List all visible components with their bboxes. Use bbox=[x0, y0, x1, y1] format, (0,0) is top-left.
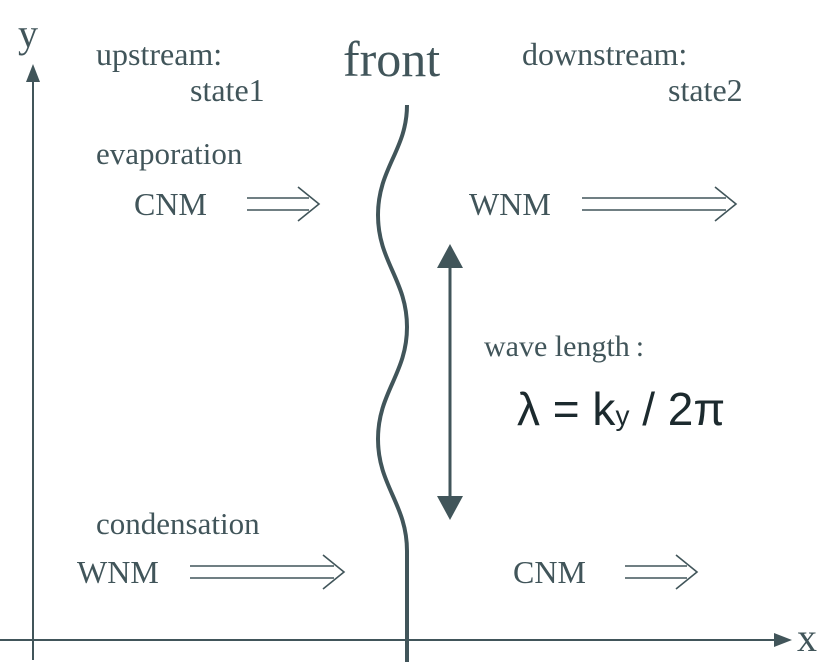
evaporation-left-flow-arrow bbox=[247, 186, 321, 222]
formula-lhs: λ = k bbox=[517, 383, 616, 435]
formula-rhs: / 2π bbox=[629, 383, 726, 435]
downstream-state-label: state2 bbox=[668, 72, 743, 108]
condensation-right-flow-arrow bbox=[625, 554, 699, 590]
evaporation-label: evaporation bbox=[96, 136, 243, 171]
x-axis-arrowhead bbox=[774, 633, 792, 647]
condensation-label: condensation bbox=[96, 506, 260, 541]
y-axis-label: y bbox=[18, 11, 38, 56]
evaporation-left-phase: CNM bbox=[134, 186, 207, 222]
upstream-label: upstream: bbox=[96, 36, 223, 72]
evaporation-right-flow-arrow bbox=[582, 186, 738, 222]
y-axis-arrowhead bbox=[26, 64, 40, 82]
wavelength-formula: λ = ky / 2π bbox=[517, 386, 725, 432]
front-label: front bbox=[343, 31, 441, 87]
downstream-label: downstream: bbox=[522, 36, 688, 72]
condensation-left-phase: WNM bbox=[77, 554, 159, 590]
wavelength-arrow-bottom bbox=[437, 496, 463, 520]
condensation-right-phase: CNM bbox=[513, 554, 586, 590]
evaporation-right-phase: WNM bbox=[469, 186, 551, 222]
x-axis-label: x bbox=[797, 615, 817, 660]
condensation-left-flow-arrow bbox=[190, 554, 346, 590]
wavelength-label: wave length : bbox=[484, 330, 645, 363]
upstream-state-label: state1 bbox=[190, 72, 265, 108]
formula-subscript: y bbox=[615, 400, 630, 431]
wavelength-arrow-top bbox=[437, 244, 463, 268]
front-curve bbox=[375, 104, 410, 662]
